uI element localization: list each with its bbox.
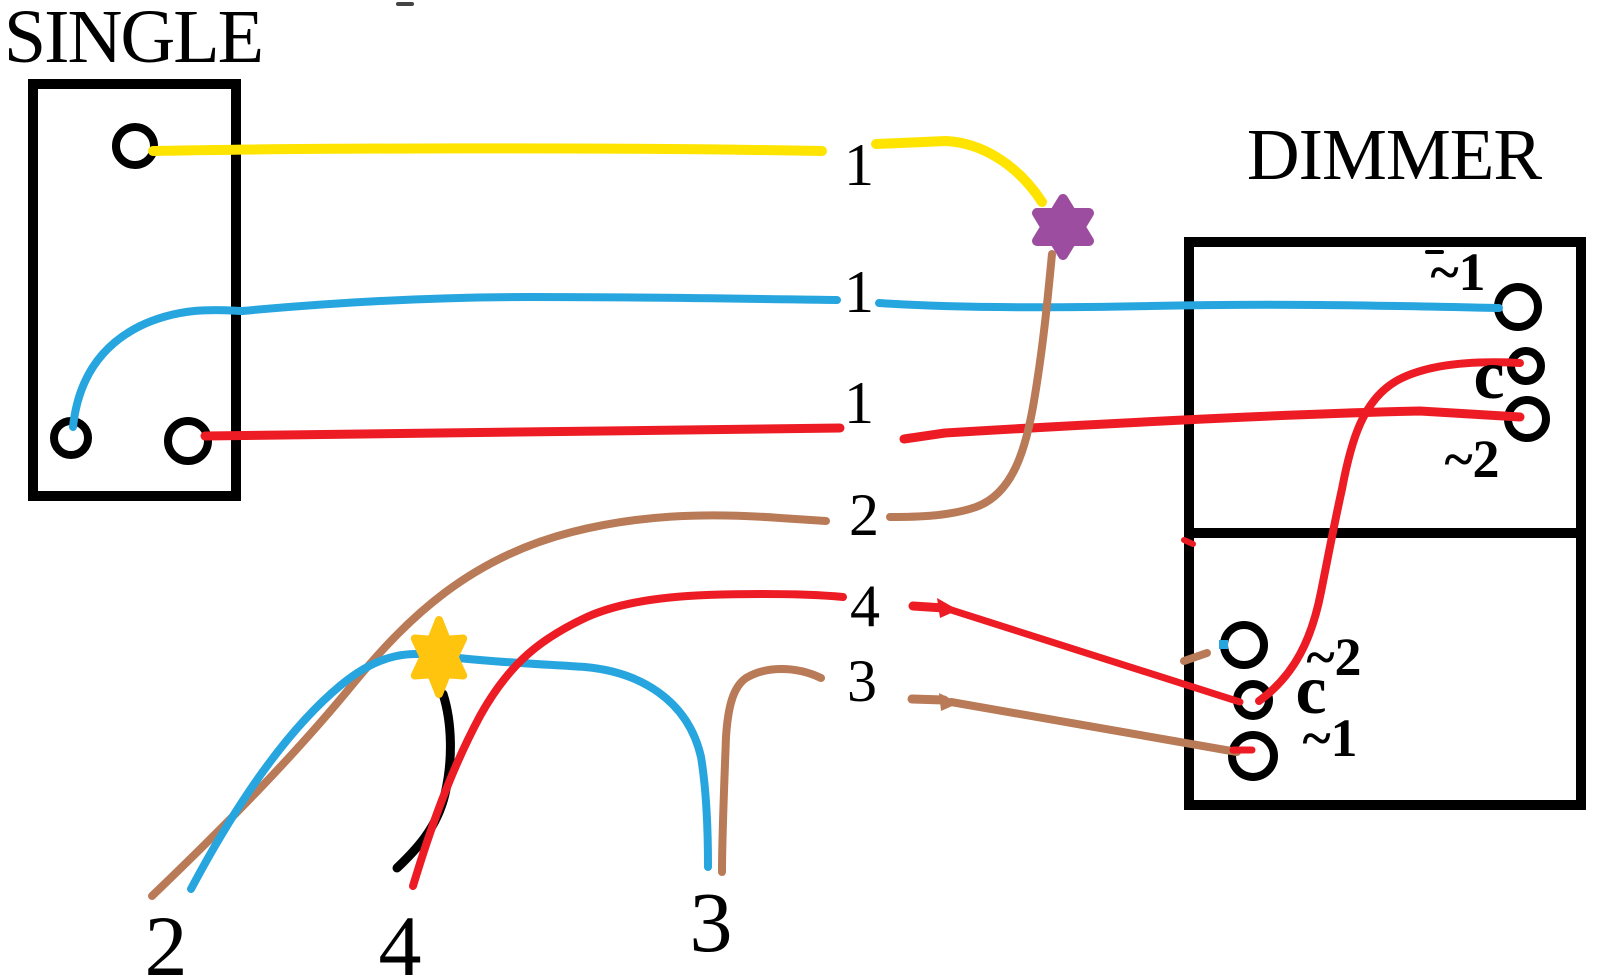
- red-wire-4-diagonal: [941, 604, 1244, 706]
- blue-wire-3-curve: [187, 650, 712, 893]
- single-terminal-top: [112, 123, 158, 169]
- blue-wire-1-left-segment: [69, 293, 841, 431]
- junction-stars: [410, 194, 1094, 698]
- diagram-text: SINGLE DIMMER 1 1 1 2 4 3 2 4 3 ~1 c ~2 …: [4, 0, 1543, 979]
- dimmer-top-label-common: c: [1473, 337, 1504, 414]
- wires: [69, 2, 1525, 900]
- purple-star-junction-icon: [1032, 194, 1094, 260]
- gold-star-junction-icon: [410, 616, 468, 698]
- red-wire-1-left-segment: [200, 423, 845, 441]
- blue-paint-speck: [1219, 640, 1228, 649]
- bottom-label-3: 3: [690, 874, 733, 970]
- dimmer-bottom-label-common: c: [1295, 652, 1326, 729]
- dimmer-top-terminal-1: [1494, 283, 1542, 331]
- wire-label-red-1: 1: [844, 370, 874, 436]
- dimmer-bottom-terminal-2: [1220, 621, 1268, 669]
- blue-wire-1-right-segment: [875, 299, 1503, 312]
- yellow-wire-1-right-segment: [871, 136, 1047, 207]
- wire-label-red-4: 4: [850, 573, 880, 639]
- red-wire-1-right-segment: [899, 406, 1525, 444]
- wire-label-blue-1: 1: [844, 259, 874, 325]
- single-box-outline: [28, 79, 241, 501]
- dimmer-top-label-tilde2: ~2: [1444, 429, 1499, 489]
- dimmer-top-label-tilde1: ~1: [1430, 242, 1485, 302]
- red-paint-speck: [1181, 537, 1196, 547]
- brown-wire-2-curve: [148, 511, 830, 900]
- dimmer-title: DIMMER: [1247, 114, 1542, 195]
- dimmer-bottom-label-tilde2: ~2: [1306, 627, 1361, 687]
- single-switch-box: [28, 79, 241, 501]
- brown-wire-3-curve: [718, 665, 825, 876]
- yellow-wire-1-left-segment: [148, 143, 827, 156]
- dimmer-switch-box: [1184, 237, 1586, 810]
- red-common-jumper-wire: [1255, 358, 1524, 705]
- wire-label-brown-3: 3: [847, 648, 877, 714]
- dimmer-bottom-terminal-1: [1228, 731, 1278, 781]
- brown-wire-3-label-stub: [907, 694, 949, 705]
- wire-label-yellow-1: 1: [844, 132, 874, 198]
- wire-label-brown-2: 2: [849, 482, 879, 548]
- single-terminal-bottom-right: [164, 417, 212, 465]
- brown-jumper-wire-star-to-2: [886, 250, 1056, 521]
- brown-wire-3-diagonal: [947, 698, 1241, 756]
- red-wire-4-curve: [409, 590, 847, 890]
- dimmer-bottom-label-tilde1: ~1: [1302, 708, 1357, 768]
- bottom-label-2: 2: [145, 898, 188, 979]
- dimmer-bottom-section-outline: [1184, 528, 1586, 810]
- brown-wire-stub-box-edge: [1180, 649, 1211, 665]
- single-title: SINGLE: [4, 0, 262, 79]
- bottom-label-4: 4: [379, 898, 422, 979]
